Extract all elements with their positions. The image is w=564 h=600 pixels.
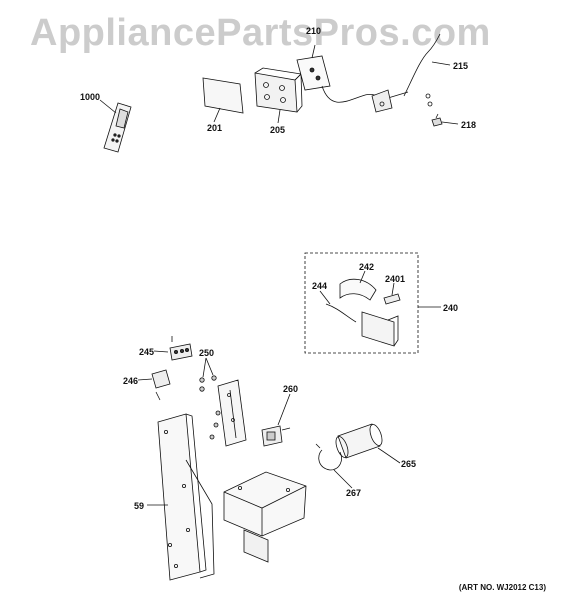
control-box-part (223, 471, 307, 563)
capacitor-part (335, 423, 383, 459)
callout-2401: 2401 (385, 274, 405, 284)
circuit-board-part (296, 55, 385, 103)
transformer-part (261, 425, 291, 447)
side-panel-part (157, 413, 215, 581)
watermark-text: AppliancePartsPros.com (30, 12, 491, 54)
callout-205: 205 (270, 125, 285, 135)
callout-59: 59 (134, 501, 144, 511)
control-housing-part (254, 67, 303, 113)
callout-265: 265 (401, 459, 416, 469)
callout-218: 218 (461, 120, 476, 130)
terminal-block-part (169, 336, 193, 361)
remote-control-part (103, 102, 132, 153)
grommet-part (383, 293, 401, 305)
callout-215: 215 (453, 61, 468, 71)
mounting-rail-part (217, 379, 247, 447)
callout-245: 245 (139, 347, 154, 357)
screw-part (431, 113, 443, 127)
kit-bracket-part (361, 311, 395, 347)
callout-244: 244 (312, 281, 327, 291)
callout-250: 250 (199, 348, 214, 358)
callout-260: 260 (283, 384, 298, 394)
art-number: (ART NO. WJ2012 C13) (458, 583, 546, 592)
capacitor-clamp-part (315, 443, 342, 471)
relay-part (151, 369, 171, 401)
callout-240: 240 (443, 303, 458, 313)
callout-267: 267 (346, 488, 361, 498)
kit-outline-box (304, 252, 419, 354)
callout-201: 201 (207, 123, 222, 133)
mounting-screws-part (199, 375, 217, 392)
cable-part (325, 303, 357, 323)
callout-246: 246 (123, 376, 138, 386)
callout-1000: 1000 (80, 92, 100, 102)
callout-242: 242 (359, 262, 374, 272)
cover-panel-part (202, 77, 244, 114)
sensor-wire-part (371, 33, 441, 113)
foam-strip-part (339, 278, 377, 301)
callout-210: 210 (306, 26, 321, 36)
